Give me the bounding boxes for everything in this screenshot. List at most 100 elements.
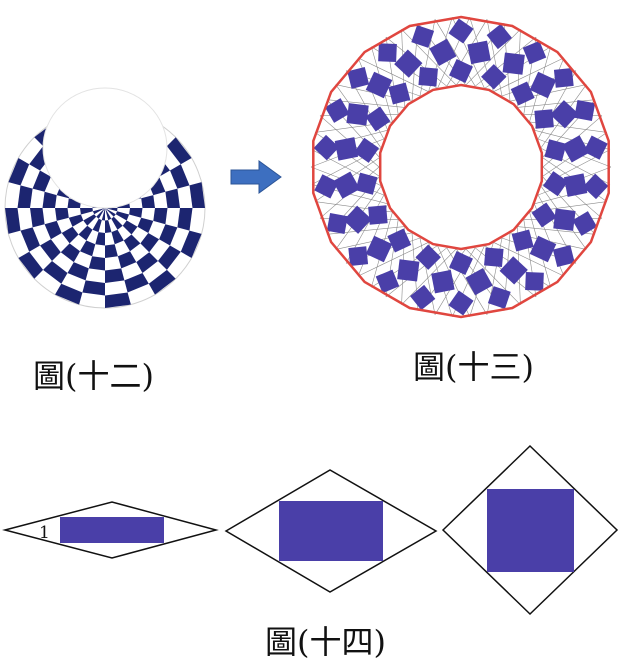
ribbon-line xyxy=(465,29,521,86)
checker-cell xyxy=(111,229,124,245)
checker-cell xyxy=(96,208,105,219)
checker-cell xyxy=(170,164,190,189)
ribbon-line xyxy=(357,242,429,277)
checker-cell xyxy=(129,208,143,218)
checker-cell xyxy=(148,269,176,295)
checker-cell xyxy=(189,182,205,208)
square-tile xyxy=(343,205,372,234)
square-tile xyxy=(499,256,528,285)
square-tile xyxy=(431,269,455,294)
square-tile xyxy=(534,109,554,129)
checker-cell xyxy=(83,214,97,226)
square-tile xyxy=(574,100,596,121)
checker-cell xyxy=(105,220,112,233)
square-tile xyxy=(326,213,348,234)
square-tile xyxy=(365,71,393,99)
square-tile xyxy=(334,137,359,161)
fig13-square-tiles xyxy=(313,18,609,316)
square-tile xyxy=(467,40,491,65)
checker-cell xyxy=(180,230,202,258)
fig14-rhombus-1 xyxy=(2,501,219,559)
square-tile xyxy=(346,103,369,126)
square-tile xyxy=(397,259,420,282)
square-tile xyxy=(531,202,557,228)
checker-cell xyxy=(105,208,118,212)
checker-cell xyxy=(159,224,178,246)
checker-cell xyxy=(101,208,105,221)
fig14-rhombus-3 xyxy=(441,444,619,616)
fig12-crescent-cutout xyxy=(42,87,168,209)
checker-cell xyxy=(140,233,160,253)
square-tile xyxy=(449,251,473,275)
square-tile xyxy=(553,208,576,231)
square-tile xyxy=(375,269,400,294)
fig13-caption: 圖(十三) xyxy=(413,348,534,386)
checker-cell xyxy=(88,256,105,271)
checker-cell xyxy=(32,170,51,192)
square-tile xyxy=(510,81,535,106)
square-tile xyxy=(562,135,590,163)
square-tile xyxy=(582,173,609,200)
square-tile xyxy=(332,171,360,199)
square-tile xyxy=(368,205,388,225)
checker-cell xyxy=(5,208,21,234)
ribbon-line xyxy=(465,248,521,305)
fig14-caption: 圖(十四) xyxy=(265,623,386,661)
checker-cell xyxy=(105,292,131,308)
checker-cell xyxy=(105,208,116,217)
fig12-caption: 圖(十二) xyxy=(33,357,154,395)
right-arrow-icon xyxy=(230,160,282,194)
square-tile xyxy=(522,40,547,65)
checker-cell xyxy=(61,226,79,244)
checker-cell xyxy=(60,243,80,263)
checker-cell xyxy=(55,283,83,305)
fig14-rhombus-2 xyxy=(224,469,438,593)
square-tile xyxy=(525,272,544,291)
square-tile xyxy=(313,134,340,161)
checker-cell xyxy=(137,217,154,233)
checker-cell xyxy=(80,208,93,215)
square-tile xyxy=(387,228,412,253)
checker-cell xyxy=(136,252,158,273)
checker-cell xyxy=(82,280,105,296)
square-tile xyxy=(388,82,411,105)
checker-cell xyxy=(141,195,155,208)
checker-cell xyxy=(92,208,105,215)
checker-cell xyxy=(68,214,84,227)
checker-cell xyxy=(18,251,44,279)
square-tile xyxy=(418,67,438,87)
square-tile xyxy=(465,268,493,296)
square-tile xyxy=(429,38,457,66)
square-tile xyxy=(511,229,534,252)
checker-cell xyxy=(67,262,89,281)
square-tile xyxy=(487,286,511,309)
square-tile xyxy=(544,139,567,162)
ribbon-line xyxy=(401,29,457,86)
checker-cell xyxy=(158,245,181,270)
square-tile xyxy=(550,100,579,129)
checker-cell xyxy=(8,158,30,186)
checker-cell xyxy=(95,232,105,246)
ribbon-line xyxy=(357,57,429,92)
square-tile xyxy=(415,244,441,270)
ribbon-line xyxy=(493,242,565,277)
checker-cell xyxy=(166,137,192,165)
checker-cell xyxy=(123,234,141,252)
checker-cell xyxy=(177,208,193,231)
square-tile xyxy=(502,52,525,75)
square-tile xyxy=(448,18,474,44)
checker-cell xyxy=(111,216,123,230)
fig14-side-label: 1 xyxy=(39,523,50,543)
fig13-ring xyxy=(310,15,612,319)
checker-cell xyxy=(44,220,62,240)
checker-cell xyxy=(17,185,33,208)
checker-cell xyxy=(55,208,69,221)
checker-cell xyxy=(92,218,102,233)
square-tile xyxy=(365,106,391,132)
checker-cell xyxy=(40,239,61,261)
checker-cell xyxy=(42,191,57,208)
square-tile xyxy=(365,235,393,263)
square-tile xyxy=(484,247,504,267)
checker-cell xyxy=(105,208,112,221)
